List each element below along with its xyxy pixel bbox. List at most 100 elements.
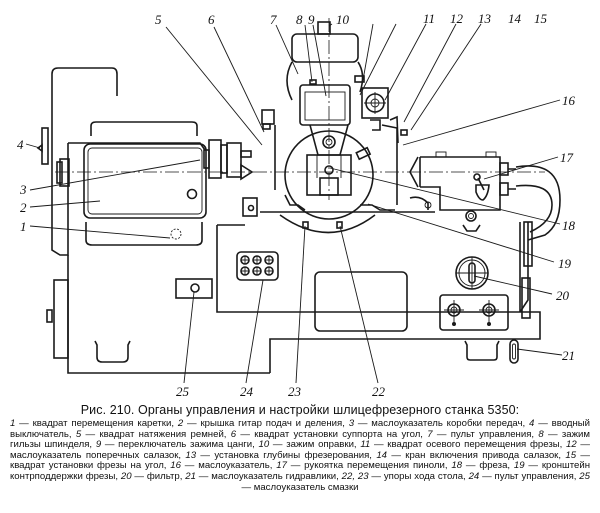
- legend-item: 6 — квадрат установки суппорта на угол,: [231, 429, 428, 440]
- callout-18: 18: [562, 218, 576, 233]
- callout-15: 15: [534, 11, 548, 26]
- control-pendant-24: [236, 251, 279, 281]
- legend-item: 20 — фильтр,: [121, 471, 185, 482]
- legend-item-text: — пульт управления,: [479, 470, 580, 482]
- legend-item-text: — пульт управления,: [432, 428, 539, 440]
- legend-item-number: 19: [513, 460, 525, 472]
- depth-dial-13: [361, 87, 389, 131]
- legend-item: 9 — переключатель зажима цанги,: [96, 439, 259, 450]
- callout-numbers: 1 2 3 4 5 6 7 8 9 10 11 12 13 14 15 16 1…: [17, 11, 576, 399]
- legend-item: 4 — вводный выключатель,: [10, 418, 590, 440]
- callout-10: 10: [336, 12, 350, 27]
- legend-item-number: 12: [566, 439, 577, 451]
- legend-item: 19 — кронштейн контрподдержки фрезы,: [10, 460, 590, 482]
- legend-item: 24 — пульт управления,: [469, 471, 580, 482]
- legend-item-text: — квадрат установки фрезы на угол,: [10, 449, 590, 472]
- legend-item: 7 — пульт управления,: [427, 429, 538, 440]
- legend-item-number: 6: [230, 428, 237, 440]
- spindle-pulleys: [208, 139, 254, 181]
- legend-item-number: 21: [185, 470, 196, 482]
- legend-item: 5 — квадрат натяжения ремней,: [76, 429, 231, 440]
- legend-item-number: 8: [538, 428, 544, 440]
- legend-item: 18 — фреза,: [451, 460, 514, 472]
- callout-3: 3: [19, 182, 27, 197]
- figure-caption: Рис. 210. Органы управления и настройки …: [10, 403, 590, 493]
- legend-item-text: — переключатель зажима цанги,: [101, 439, 259, 451]
- callout-6: 6: [208, 12, 215, 27]
- legend-item-text: — рукоятка перемещения пиноли,: [286, 460, 452, 472]
- legend-item-text: — установка глубины фрезерования,: [196, 449, 377, 461]
- legend-item-number: 22, 23: [341, 470, 369, 482]
- legend-item-text: — квадрат установки суппорта на угол,: [236, 428, 428, 440]
- legend-item-number: 3: [348, 418, 355, 429]
- legend-item-number: 5: [75, 428, 82, 440]
- legend-item-text: — вводный выключатель,: [10, 418, 590, 440]
- legend-item-number: 2: [177, 418, 184, 429]
- legend-item-number: 18: [451, 460, 463, 472]
- callout-16: 16: [562, 93, 576, 108]
- callout-20: 20: [556, 288, 570, 303]
- callout-2: 2: [20, 200, 27, 215]
- left-cabinet: [36, 67, 118, 359]
- legend-item-text: — маслоуказатель коробки передач,: [354, 418, 530, 429]
- legend-item: 15 — квадрат установки фрезы на угол,: [10, 450, 590, 472]
- legend-item: 3 — маслоуказатель коробки передач,: [349, 418, 529, 429]
- machine-bed: [67, 221, 541, 374]
- callout-5: 5: [155, 12, 162, 27]
- legend-item: 10 — зажим оправки,: [259, 439, 361, 450]
- legend-item-number: 14: [376, 449, 387, 461]
- callout-1: 1: [20, 219, 27, 234]
- legend-item: 11 — квадрат осевого перемещения фрезы,: [360, 439, 566, 450]
- legend-item: 14 — кран включения привода салазок,: [376, 450, 565, 461]
- legend-item-text: — упоры хода стола,: [368, 470, 469, 482]
- tailstock: [389, 115, 516, 232]
- legend-item-number: 24: [468, 470, 480, 482]
- legend-item-text: — квадрат осевого перемещения фрезы,: [370, 439, 566, 451]
- hydraulic-hoses: [515, 165, 561, 241]
- callout-11: 11: [423, 11, 435, 26]
- callout-21: 21: [562, 348, 575, 363]
- milling-head: [242, 21, 435, 234]
- legend-item-number: 9: [95, 439, 102, 451]
- filter-20: [455, 256, 489, 290]
- legend-item-text: — зажим оправки,: [269, 439, 361, 451]
- legend-item-text: — кронштейн контрподдержки фрезы,: [10, 460, 590, 482]
- legend-item: 1 — квадрат перемещения каретки,: [10, 418, 178, 429]
- legend-item-text: — квадрат перемещения каретки,: [15, 418, 178, 429]
- legend-item-text: — зажим гильзы шпинделя,: [10, 428, 590, 451]
- legend-item-number: 17: [276, 460, 287, 472]
- legend-item: 22, 23 — упоры хода стола,: [342, 471, 469, 482]
- callout-13: 13: [478, 11, 492, 26]
- callout-8: 8: [296, 12, 303, 27]
- legend-item-number: 10: [258, 439, 270, 451]
- legend-item: 25 — маслоуказатель смазки: [241, 471, 589, 493]
- legend-item-number: 16: [170, 460, 181, 472]
- callout-4: 4: [17, 137, 24, 152]
- callout-12: 12: [450, 11, 464, 26]
- legend-item-text: — маслоуказатель,: [180, 460, 277, 472]
- legend-item-text: — маслоуказатель гидравлики,: [195, 470, 342, 482]
- legend-item: 2 — крышка гитар подач и деления,: [178, 418, 349, 429]
- legend-item: 8 — зажим гильзы шпинделя,: [10, 429, 590, 451]
- legend-item: 13 — установка глубины фрезерования,: [185, 450, 376, 461]
- caption-title: Рис. 210. Органы управления и настройки …: [80, 403, 520, 417]
- leader-lines: [25, 23, 563, 384]
- callout-25: 25: [176, 384, 190, 399]
- legend-item-number: 15: [565, 449, 577, 461]
- legend-item-text: — кран включения привода салазок,: [386, 449, 566, 461]
- legend-item-number: 20: [120, 470, 132, 482]
- legend-item-number: 13: [185, 449, 197, 461]
- legend-item: 12 — маслоуказатель поперечных салазок,: [10, 439, 590, 461]
- callout-22: 22: [372, 384, 386, 399]
- legend-item-text: — маслоуказатель поперечных салазок,: [10, 439, 590, 461]
- headstock: [56, 121, 210, 246]
- callout-19: 19: [558, 256, 572, 271]
- gauge-panel: [439, 294, 509, 331]
- legend-item-text: — квадрат натяжения ремней,: [81, 428, 231, 440]
- callout-23: 23: [288, 384, 302, 399]
- machine-drawing: 1 2 3 4 5 6 7 8 9 10 11 12 13 14 15 16 1…: [17, 11, 576, 399]
- caption-legend: 1 — квадрат перемещения каретки, 2 — кры…: [10, 418, 590, 493]
- legend-item-number: 7: [427, 428, 433, 440]
- legend-item-text: — фильтр,: [131, 470, 186, 482]
- legend-item-text: — маслоуказатель смазки: [241, 481, 359, 493]
